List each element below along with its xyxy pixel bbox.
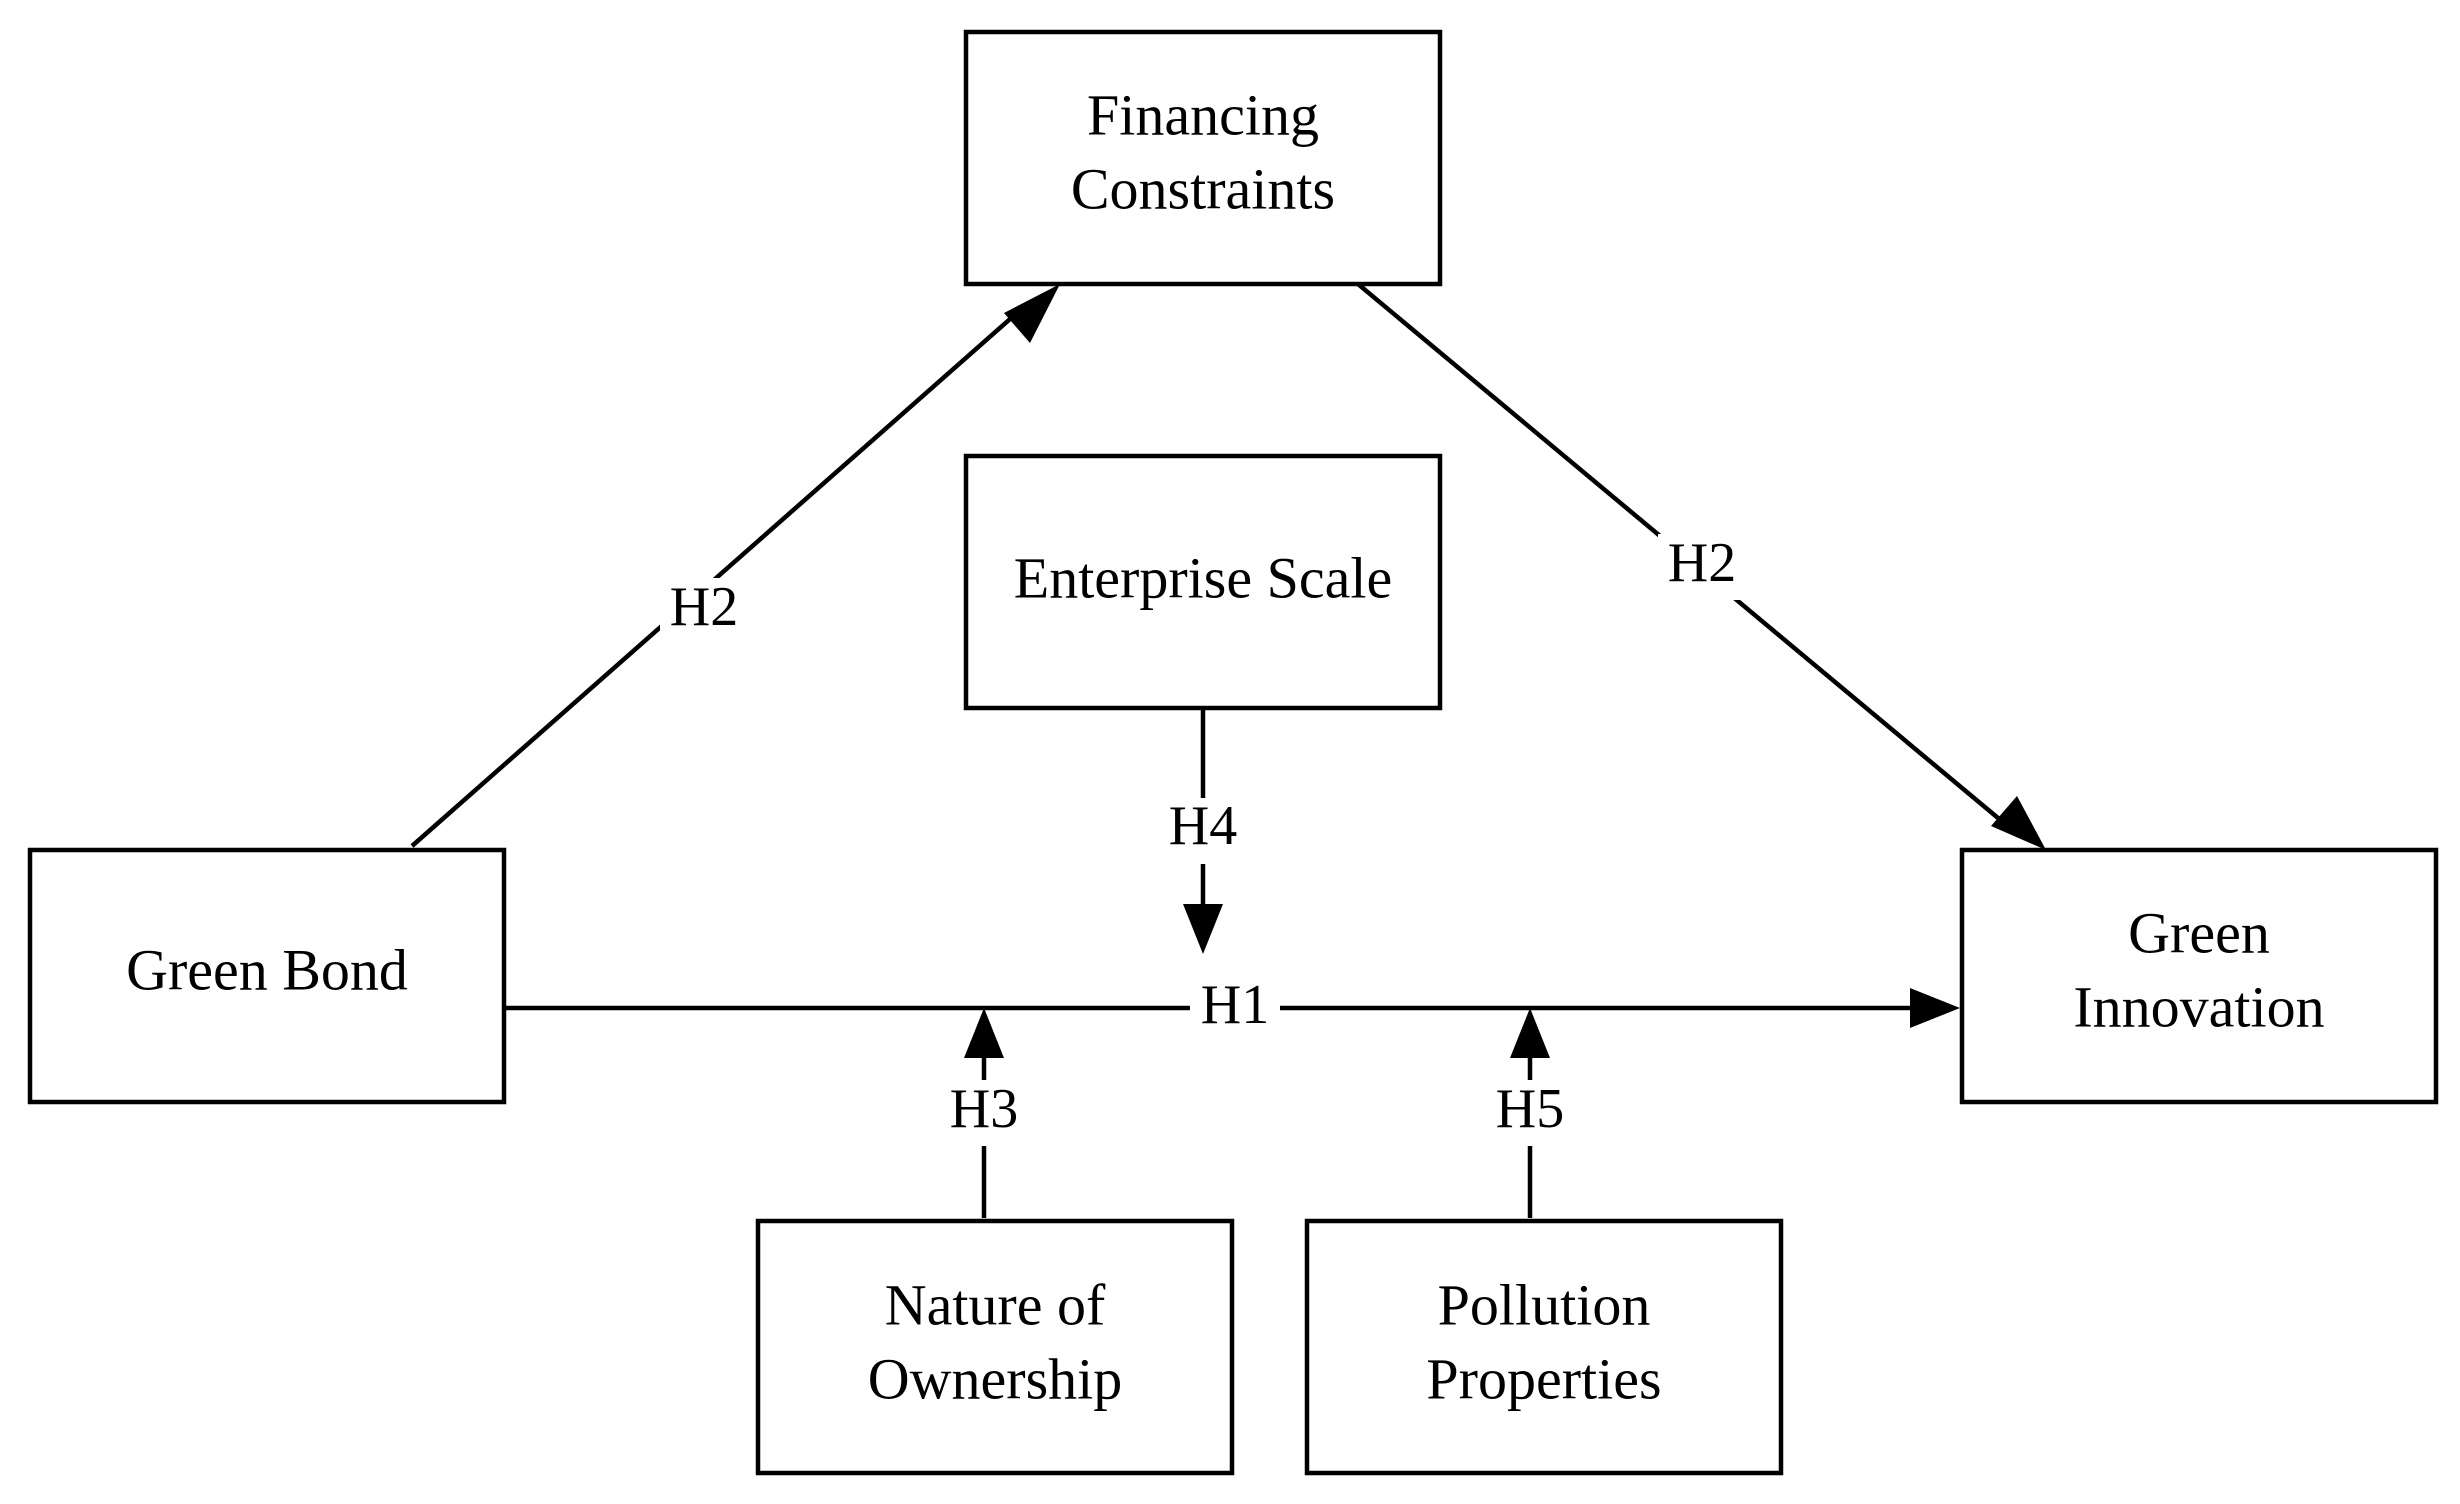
node-financing-constraints: Financing Constraints xyxy=(963,29,1443,287)
arrowheads xyxy=(964,284,2046,1058)
arrowhead-financing xyxy=(1004,284,1060,343)
node-label-line: Nature of xyxy=(885,1272,1106,1337)
node-label-line: Green xyxy=(2128,900,2270,965)
node-nature-of-ownership: Nature of Ownership xyxy=(755,1218,1235,1476)
edge-labels: H2 H2 H1 H4 H3 H5 xyxy=(660,532,1746,1146)
node-green-innovation: Green Innovation xyxy=(1959,847,2439,1105)
arrowhead-ownership xyxy=(964,1008,1004,1058)
node-label-line: Ownership xyxy=(868,1346,1123,1411)
node-label-line: Pollution xyxy=(1438,1272,1651,1337)
node-enterprise-scale: Enterprise Scale xyxy=(963,453,1443,711)
edges xyxy=(410,282,2006,1218)
node-label-line: Enterprise Scale xyxy=(1014,545,1392,610)
node-pollution-properties: Pollution Properties xyxy=(1304,1218,1784,1476)
node-label-line: Financing xyxy=(1087,82,1319,147)
node-label-line: Green Bond xyxy=(126,937,408,1002)
edge-label-h4: H4 xyxy=(1169,795,1237,857)
edge-label-h5: H5 xyxy=(1496,1078,1564,1140)
arrowhead-scale xyxy=(1183,904,1223,954)
arrowhead-innovation-diagonal xyxy=(1991,796,2046,850)
edge-label-h2-right: H2 xyxy=(1668,532,1736,594)
arrowhead-pollution xyxy=(1510,1008,1550,1058)
edge-label-h3: H3 xyxy=(950,1078,1018,1140)
node-label-line: Innovation xyxy=(2073,974,2324,1039)
node-green-bond: Green Bond xyxy=(27,847,507,1105)
edge-label-h2-left: H2 xyxy=(670,576,738,638)
arrowhead-innovation-horizontal xyxy=(1910,988,1960,1028)
node-label-line: Properties xyxy=(1426,1346,1661,1411)
node-label-line: Constraints xyxy=(1071,156,1335,221)
edge-green-bond-to-financing xyxy=(410,303,1028,848)
edge-label-h1: H1 xyxy=(1201,974,1269,1036)
